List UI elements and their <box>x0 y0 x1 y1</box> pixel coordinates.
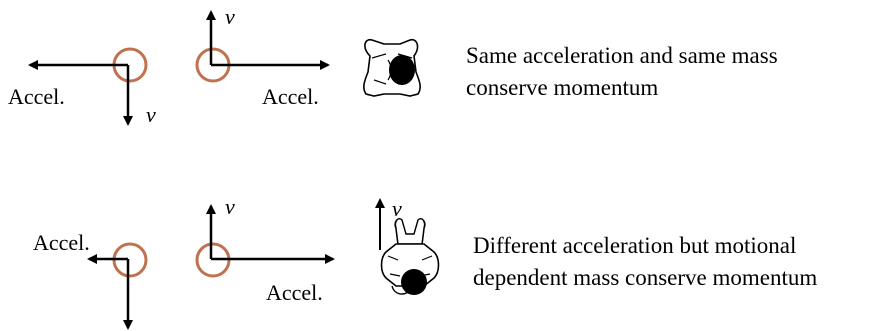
person-top-view-walking-icon <box>380 218 440 295</box>
caption-row2-line1: Different acceleration but motional <box>473 233 797 258</box>
row1-particle-b <box>195 10 330 83</box>
velocity-label-row2-right: v <box>225 194 235 219</box>
accel-label-row2-right: Accel. <box>266 280 323 305</box>
velocity-label-row1-left: v <box>146 102 156 127</box>
accel-label-row1-left: Accel. <box>8 84 65 109</box>
row1-particle-a <box>28 47 148 126</box>
caption-row2-line2: dependent mass conserve momentum <box>473 265 818 290</box>
accel-label-row1-right: Accel. <box>262 84 319 109</box>
velocity-label-row1-right: v <box>225 4 235 29</box>
accel-label-row2-left: Accel. <box>33 230 90 255</box>
row2-particle-b <box>195 204 335 278</box>
person-top-view-icon <box>363 38 421 97</box>
caption-row1-line2: conserve momentum <box>466 75 659 100</box>
velocity-label-row2-figure: v <box>392 196 402 221</box>
row2-particle-a <box>87 242 148 330</box>
caption-row1-line1: Same acceleration and same mass <box>466 43 778 68</box>
